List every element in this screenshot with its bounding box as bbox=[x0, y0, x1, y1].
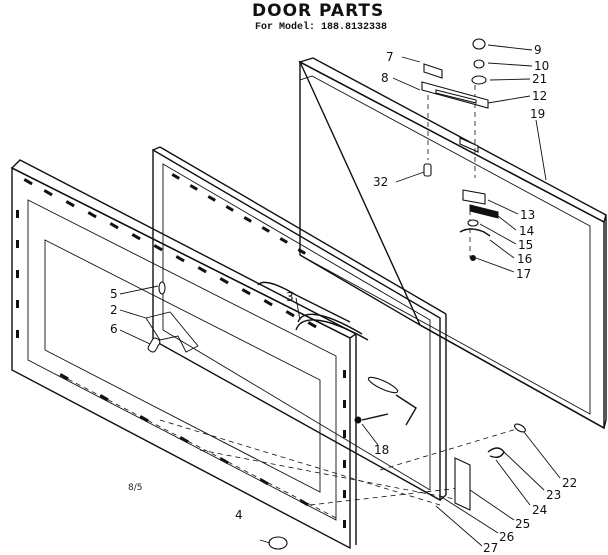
corner-note: 8/5 bbox=[128, 483, 143, 493]
latch-parts bbox=[421, 38, 499, 261]
label-part-23: 23 bbox=[546, 488, 562, 502]
exploded-view-lines bbox=[59, 76, 521, 521]
leader-lines bbox=[119, 44, 561, 547]
label-part-24: 24 bbox=[532, 503, 548, 517]
small-parts-left bbox=[145, 281, 288, 550]
label-part-22: 22 bbox=[562, 476, 578, 490]
label-part-8: 8 bbox=[381, 71, 389, 85]
label-part-18: 18 bbox=[374, 443, 390, 457]
label-part-10: 10 bbox=[534, 59, 550, 73]
model-number: For Model: 188.8132338 bbox=[255, 22, 388, 33]
label-part-4: 4 bbox=[235, 508, 243, 522]
label-part-14: 14 bbox=[519, 224, 535, 238]
inner-door-panel bbox=[10, 159, 358, 550]
label-part-25: 25 bbox=[515, 517, 531, 531]
middle-door-frame bbox=[152, 146, 447, 502]
label-part-6: 6 bbox=[110, 322, 118, 336]
label-part-3: 3 bbox=[286, 290, 294, 304]
outer-door-panel bbox=[298, 57, 607, 430]
label-part-17: 17 bbox=[516, 267, 532, 281]
label-part-12: 12 bbox=[532, 89, 548, 103]
label-part-27: 27 bbox=[483, 541, 499, 555]
label-part-7: 7 bbox=[386, 50, 394, 64]
label-part-15: 15 bbox=[518, 238, 534, 252]
label-part-5: 5 bbox=[110, 287, 118, 301]
label-part-9: 9 bbox=[534, 43, 542, 57]
label-part-19: 19 bbox=[530, 107, 546, 121]
label-part-21: 21 bbox=[532, 72, 548, 86]
label-part-32: 32 bbox=[373, 175, 389, 189]
label-part-2: 2 bbox=[110, 303, 118, 317]
label-part-16: 16 bbox=[517, 252, 533, 266]
label-part-13: 13 bbox=[520, 208, 536, 222]
label-part-26: 26 bbox=[499, 530, 515, 544]
wire-and-spring-parts bbox=[257, 281, 526, 511]
